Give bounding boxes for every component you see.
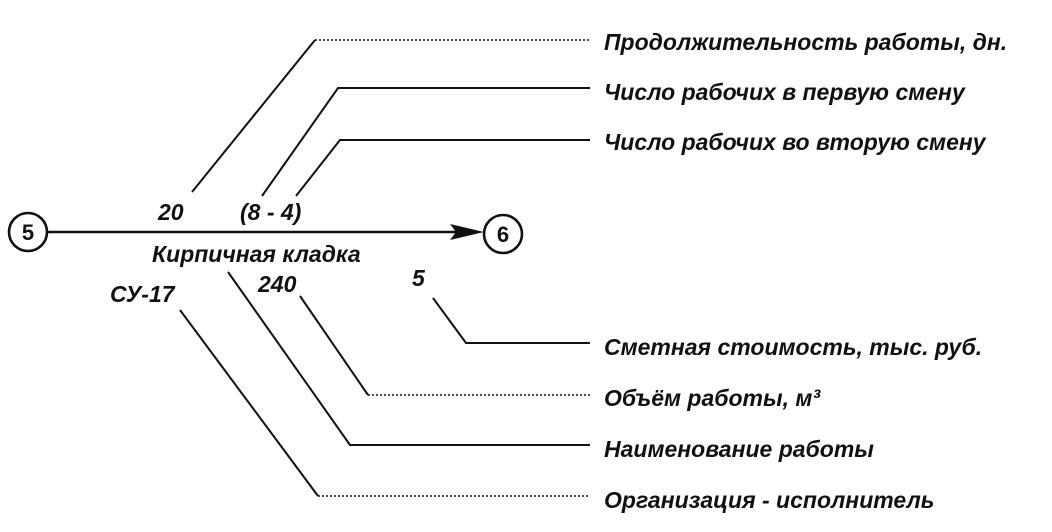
legend-duration: Продолжительность работы, дн. — [604, 29, 1007, 55]
value-workers: (8 - 4) — [240, 199, 301, 225]
legend-workers-second-shift: Число рабочих во вторую смену — [604, 129, 987, 155]
arrowhead-icon — [450, 224, 484, 240]
event-number-end: 6 — [497, 222, 509, 247]
event-number-start: 5 — [22, 220, 34, 245]
leader-name — [227, 271, 590, 446]
legend-organization: Организация - исполнитель — [604, 487, 934, 513]
value-volume: 240 — [257, 271, 297, 297]
legend-workers-first-shift: Число рабочих в первую смену — [604, 79, 966, 105]
value-organization: СУ-17 — [110, 281, 176, 307]
legend-name: Наименование работы — [604, 436, 874, 462]
leader-duration — [191, 39, 316, 193]
legend-cost: Сметная стоимость, тыс. руб. — [604, 334, 982, 360]
leader-cost — [432, 297, 590, 344]
value-duration: 20 — [157, 199, 184, 225]
legend-volume: Объём работы, м³ — [604, 385, 821, 411]
leader-workers-second — [295, 139, 590, 197]
leader-workers-first — [261, 87, 590, 197]
leader-organization — [179, 309, 319, 497]
value-cost: 5 — [412, 265, 426, 291]
value-work-name: Кирпичная кладка — [152, 241, 361, 267]
leader-volume — [299, 295, 369, 396]
event-node-start: 5 — [7, 211, 49, 253]
event-node-end: 6 — [482, 213, 524, 255]
